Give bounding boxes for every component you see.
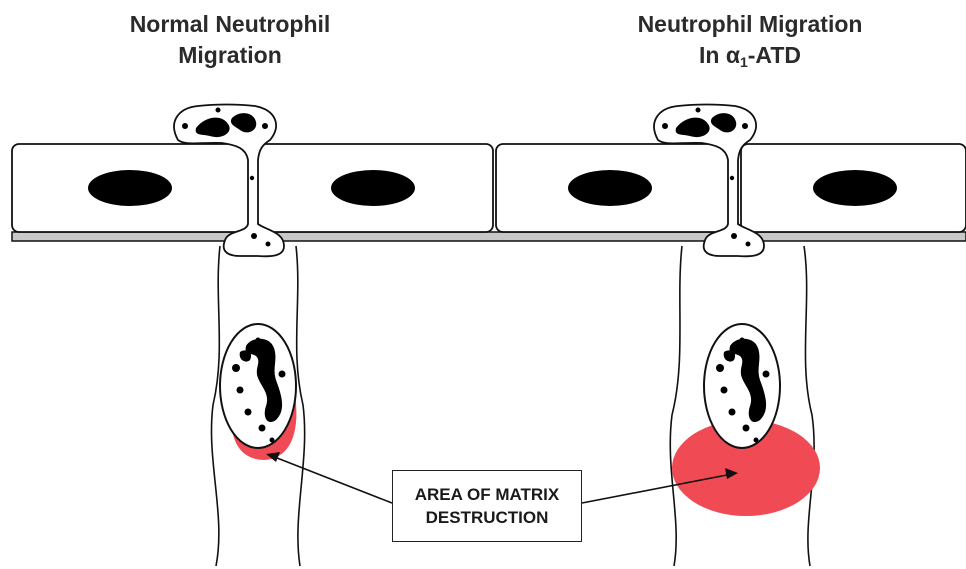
endothelial-nucleus <box>88 170 172 206</box>
endothelial-cell-4 <box>741 144 966 232</box>
matrix-channel-wall-left-a <box>211 246 220 566</box>
callout-line1: AREA OF MATRIX <box>415 483 560 506</box>
endothelial-cell-2 <box>257 144 493 232</box>
matrix-channel-wall-right-b <box>804 246 814 566</box>
endothelial-cell-3 <box>496 144 734 232</box>
matrix-destruction-callout: AREA OF MATRIX DESTRUCTION <box>392 470 582 542</box>
basement-membrane <box>12 232 966 241</box>
migrating-neutrophil-left <box>220 324 296 448</box>
endothelial-nucleus <box>331 170 415 206</box>
endothelial-cell-1 <box>12 144 250 232</box>
callout-line2: DESTRUCTION <box>426 506 549 529</box>
matrix-channel-wall-right-a <box>670 246 682 566</box>
migrating-neutrophil-right <box>704 324 780 448</box>
callout-arrow-left <box>266 452 392 503</box>
endothelial-nucleus <box>813 170 897 206</box>
endothelial-nucleus <box>568 170 652 206</box>
matrix-channel-wall-left-b <box>296 246 305 566</box>
